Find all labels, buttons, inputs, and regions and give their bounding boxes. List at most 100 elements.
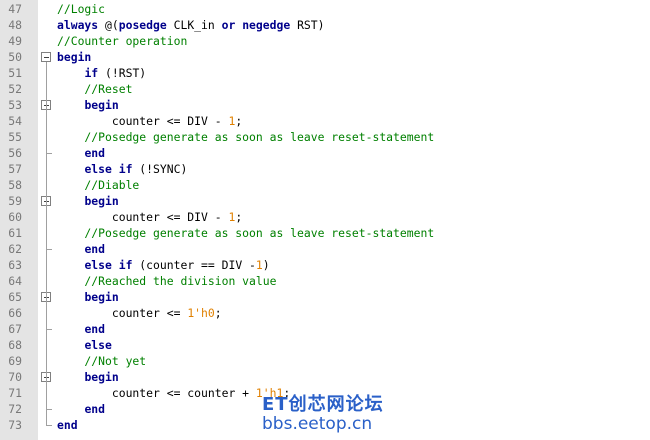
code-line[interactable]: 50 begin (0, 49, 650, 65)
code-text: always @(posedge CLK_in or negedge RST) (57, 17, 325, 33)
code-line[interactable]: 66 counter <= 1'h0; (0, 305, 650, 321)
code-text: counter <= counter + 1'h1; (57, 385, 290, 401)
code-text: //Diable (57, 177, 139, 193)
code-token: ; (235, 210, 243, 224)
watermark-url: bbs.eetop.cn (262, 414, 373, 434)
code-token (57, 338, 84, 352)
code-line[interactable]: 72 end (0, 401, 650, 417)
code-line[interactable]: 68 else (0, 337, 650, 353)
line-number: 73 (8, 418, 22, 432)
fold-guide (46, 206, 47, 249)
code-text: if (!RST) (57, 65, 146, 81)
code-token: 1 (228, 210, 236, 224)
code-line[interactable]: 70 begin (0, 369, 650, 385)
line-number: 72 (8, 402, 22, 416)
code-token: begin (57, 50, 92, 64)
code-line[interactable]: 63 else if (counter == DIV -1) (0, 257, 650, 273)
line-number: 70 (8, 370, 22, 384)
code-token (57, 322, 84, 336)
code-line[interactable]: 51 if (!RST) (0, 65, 650, 81)
code-token: begin (84, 290, 119, 304)
code-token: //Reached the division value (57, 274, 277, 288)
code-token (57, 194, 84, 208)
code-text: //Posedge generate as soon as leave rese… (57, 129, 434, 145)
code-token: CLK_in (166, 18, 222, 32)
code-line[interactable]: 62 end (0, 241, 650, 257)
code-token: else (84, 338, 112, 352)
code-token (57, 290, 84, 304)
code-line[interactable]: 49//Counter operation (0, 33, 650, 49)
code-line[interactable]: 59 begin (0, 193, 650, 209)
code-line[interactable]: 57 else if (!SYNC) (0, 161, 650, 177)
line-number: 64 (8, 274, 22, 288)
code-line[interactable]: 52 //Reset (0, 81, 650, 97)
code-token (57, 402, 84, 416)
code-line[interactable]: 55 //Posedge generate as soon as leave r… (0, 129, 650, 145)
code-text: begin (57, 49, 91, 65)
code-text: //Not yet (57, 353, 146, 369)
fold-end-marker (46, 249, 52, 250)
code-token: (!SYNC) (132, 162, 188, 176)
code-line[interactable]: 48 always @(posedge CLK_in or negedge RST… (0, 17, 650, 33)
code-token: if (84, 66, 99, 80)
code-token: end (84, 146, 106, 160)
code-text: else if (!SYNC) (57, 161, 187, 177)
code-line[interactable]: 58 //Diable (0, 177, 650, 193)
line-number: 48 (8, 18, 22, 32)
code-line[interactable]: 54 counter <= DIV - 1; (0, 113, 650, 129)
fold-end-marker (46, 425, 52, 426)
watermark: ET创芯网论坛 bbs.eetop.cn (262, 390, 412, 434)
fold-end-marker (46, 409, 52, 410)
code-token: 1'h0 (187, 306, 215, 320)
code-token: negedge (242, 18, 291, 32)
code-line[interactable]: 73 end (0, 417, 650, 433)
code-token: else if (84, 258, 133, 272)
code-token: counter <= (57, 306, 188, 320)
code-line[interactable]: 69 //Not yet (0, 353, 650, 369)
code-token (57, 162, 84, 176)
code-line[interactable]: 60 counter <= DIV - 1; (0, 209, 650, 225)
fold-end-marker (46, 329, 52, 330)
code-token: //Posedge generate as soon as leave rese… (57, 226, 435, 240)
line-number: 53 (8, 98, 22, 112)
fold-toggle-icon[interactable] (41, 52, 51, 62)
fold-end-marker (46, 153, 52, 154)
fold-guide (46, 110, 47, 153)
code-line[interactable]: 47//Logic (0, 1, 650, 17)
code-text: else (57, 337, 112, 353)
code-line[interactable]: 53 begin (0, 97, 650, 113)
code-token: //Diable (57, 178, 140, 192)
code-text: begin (57, 97, 118, 113)
code-text: //Reset (57, 81, 132, 97)
code-text: //Counter operation (57, 33, 187, 49)
code-line[interactable]: 67 end (0, 321, 650, 337)
line-number: 50 (8, 50, 22, 64)
code-token: 1 (255, 258, 263, 272)
code-text: counter <= 1'h0; (57, 305, 222, 321)
code-line[interactable]: 56 end (0, 145, 650, 161)
code-token: end (84, 322, 106, 336)
line-number: 69 (8, 354, 22, 368)
code-token: begin (84, 194, 119, 208)
line-number: 63 (8, 258, 22, 272)
code-token: counter <= DIV - (57, 114, 229, 128)
line-number: 58 (8, 178, 22, 192)
code-line[interactable]: 64 //Reached the division value (0, 273, 650, 289)
code-token: counter <= counter + (57, 386, 256, 400)
line-number: 71 (8, 386, 22, 400)
code-line[interactable]: 61 //Posedge generate as soon as leave r… (0, 225, 650, 241)
code-token (57, 258, 84, 272)
code-line[interactable]: 65 begin (0, 289, 650, 305)
line-number: 54 (8, 114, 22, 128)
code-token: //Posedge generate as soon as leave rese… (57, 130, 435, 144)
line-number: 52 (8, 82, 22, 96)
code-line[interactable]: 71 counter <= counter + 1'h1; (0, 385, 650, 401)
code-token (57, 98, 84, 112)
line-number: 67 (8, 322, 22, 336)
code-token: //Counter operation (57, 34, 188, 48)
code-token: RST) (290, 18, 325, 32)
code-token: end (57, 418, 78, 432)
code-token: end (84, 242, 106, 256)
code-token (57, 66, 84, 80)
code-text: else if (counter == DIV -1) (57, 257, 269, 273)
